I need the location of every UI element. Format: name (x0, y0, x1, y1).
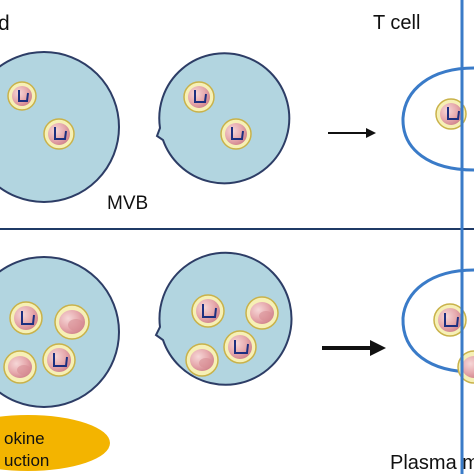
cytokine-label-line2: uction (4, 451, 50, 470)
vesicle-plain (54, 304, 90, 340)
vesicle-plain (185, 343, 219, 377)
vesicle-cargo (43, 118, 75, 150)
vesicle-cargo (7, 81, 37, 111)
panel-label: d (0, 12, 10, 35)
vesicle-plain (245, 296, 279, 330)
cytokine-label-line1: okine (4, 429, 45, 448)
vesicle-plain (3, 350, 37, 384)
vesicle-cargo (435, 98, 467, 130)
right-arrow-icon (328, 128, 376, 138)
vesicle-cargo (433, 303, 467, 337)
cytokine-production-oval (0, 415, 110, 471)
t-cell-label: T cell (373, 12, 421, 34)
plasma-membrane-label: Plasma m (390, 452, 474, 474)
vesicle-cargo (42, 343, 76, 377)
right-arrow-bold-icon (322, 340, 386, 356)
vesicle-cargo (220, 118, 252, 150)
mvb-label: MVB (107, 193, 149, 214)
vesicle-cargo (183, 81, 215, 113)
mvb-top-2 (155, 52, 291, 185)
vesicle-cargo (191, 294, 225, 328)
vesicle-cargo (9, 301, 43, 335)
vesicle-cargo (223, 330, 257, 364)
